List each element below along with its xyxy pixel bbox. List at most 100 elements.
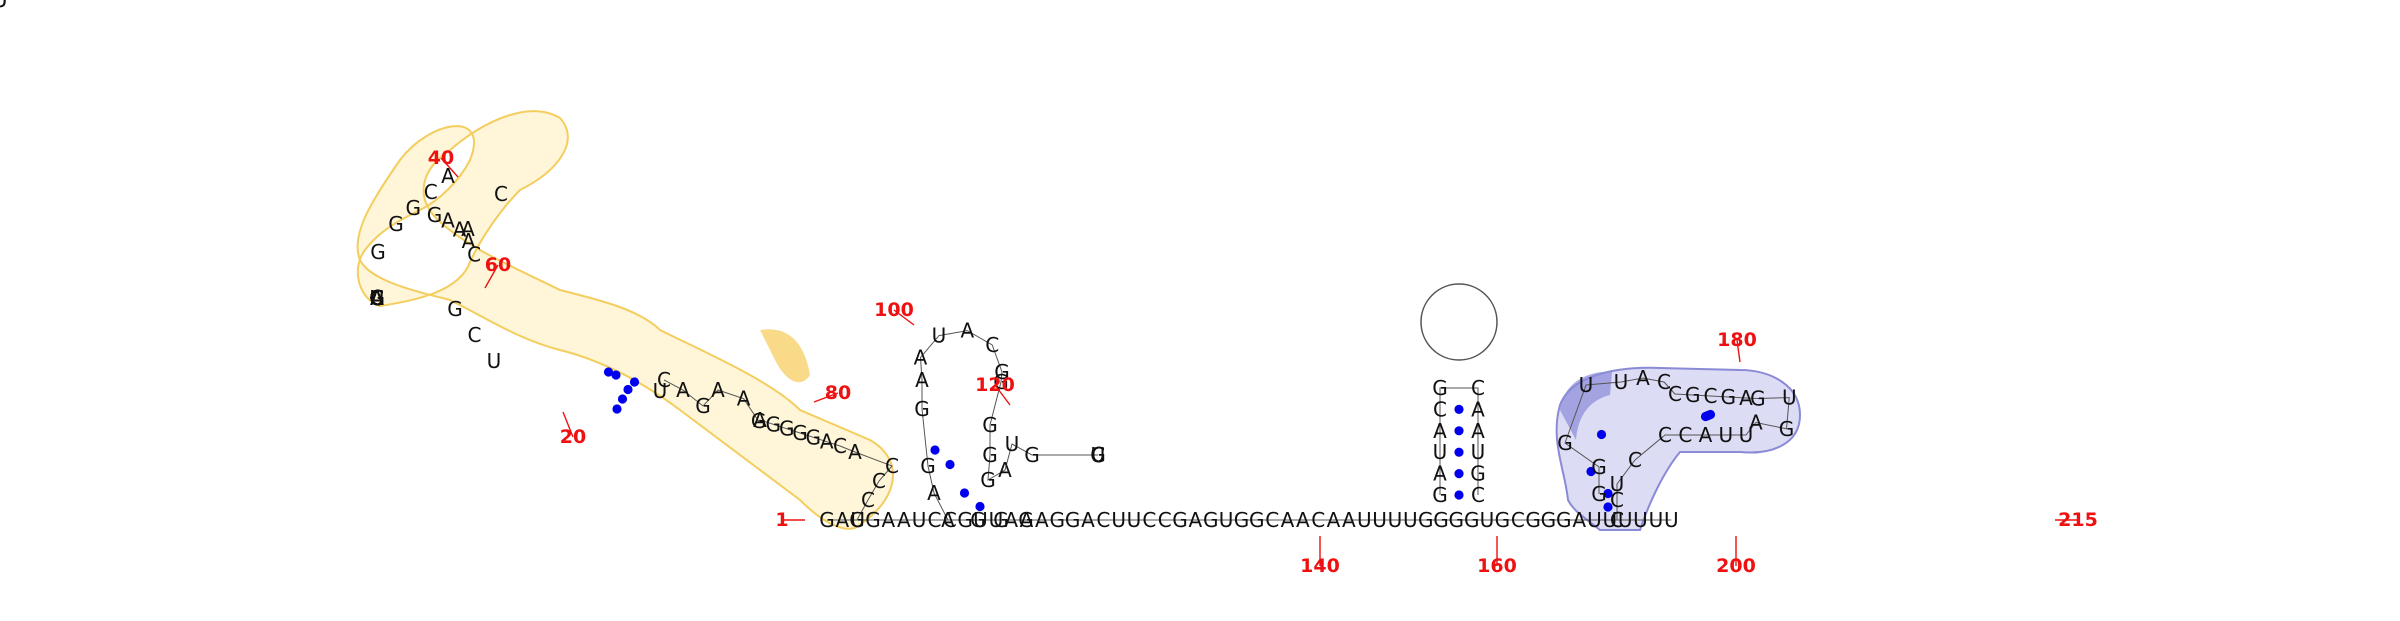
position-number: 1 bbox=[775, 509, 788, 531]
main-strand-nt: C bbox=[928, 508, 942, 532]
main-strand-nt: G bbox=[819, 508, 835, 532]
upper-hairpin-nt: A bbox=[960, 319, 974, 343]
main-strand-nt: G bbox=[1541, 508, 1557, 532]
blue-domain-nt: C bbox=[1610, 488, 1624, 512]
main-strand-nt: A bbox=[1020, 508, 1034, 532]
left-domain-nt: U bbox=[370, 286, 385, 310]
position-number: 215 bbox=[2058, 509, 2098, 531]
backbone-lines bbox=[663, 283, 1790, 521]
upper-hairpin-nt: G bbox=[920, 454, 936, 478]
position-number: 100 bbox=[874, 299, 914, 321]
left-domain-nt: C bbox=[872, 469, 886, 493]
blue-domain-nt: G bbox=[1721, 385, 1737, 409]
main-strand-nt: A bbox=[1296, 508, 1310, 532]
base-pair-dot bbox=[612, 404, 622, 414]
left-domain-nt: G bbox=[427, 203, 443, 227]
left-domain-nt: A bbox=[676, 378, 690, 402]
position-tick bbox=[562, 411, 574, 438]
position-number: 120 bbox=[975, 374, 1015, 396]
upper-hairpin-nt: C bbox=[1091, 443, 1105, 467]
blue-domain-nt: G bbox=[1685, 383, 1701, 407]
left-domain-nt: A bbox=[370, 286, 384, 310]
position-number: 60 bbox=[485, 254, 511, 276]
left-domain-nt: A bbox=[820, 430, 834, 454]
main-strand-nt: U bbox=[1219, 508, 1234, 532]
position-number: 40 bbox=[428, 147, 454, 169]
main-strand-nt: A bbox=[882, 508, 896, 532]
domain-highlights bbox=[356, 110, 1802, 531]
left-domain-nt: U bbox=[370, 286, 385, 310]
position-number: 200 bbox=[1716, 555, 1756, 577]
main-strand-nt: C bbox=[1096, 508, 1110, 532]
left-domain-nt: C bbox=[468, 323, 482, 347]
base-pair-dot bbox=[945, 459, 955, 470]
left-domain-nt: G bbox=[369, 286, 385, 310]
position-tick bbox=[813, 392, 839, 403]
base-pair-dot bbox=[1454, 490, 1464, 500]
main-strand-nt: A bbox=[1189, 508, 1203, 532]
hairpin-160-nt: A bbox=[1471, 419, 1485, 443]
hairpin-loop-circle bbox=[1420, 283, 1498, 361]
main-strand-nt: A bbox=[1342, 508, 1356, 532]
blue-domain-nt: C bbox=[1678, 423, 1692, 447]
upper-hairpin-nt: G bbox=[994, 360, 1010, 384]
left-domain-nt: G bbox=[792, 421, 808, 445]
upper-hairpin-nt: C bbox=[985, 333, 999, 357]
upper-hairpin-nt: C bbox=[1091, 443, 1105, 467]
main-strand-nt: C bbox=[1158, 508, 1172, 532]
main-strand-nt: G bbox=[1464, 508, 1480, 532]
main-strand-nt: U bbox=[850, 508, 865, 532]
hairpin-160-nt: C bbox=[1471, 483, 1485, 507]
base-pair-dot bbox=[975, 501, 985, 512]
position-tick bbox=[893, 309, 915, 326]
upper-hairpin-nt: G bbox=[1024, 443, 1040, 467]
base-pair-dot bbox=[603, 367, 614, 377]
position-tick bbox=[484, 264, 499, 289]
upper-hairpin-nt: G bbox=[982, 443, 998, 467]
hairpin-160-nt: G bbox=[1432, 483, 1448, 507]
main-strand-nt: G bbox=[1418, 508, 1434, 532]
main-strand-nt: G bbox=[957, 508, 973, 532]
base-pair-dot bbox=[959, 488, 970, 498]
left-domain-nt: C bbox=[370, 286, 384, 310]
upper-hairpin-nt: G bbox=[970, 508, 986, 532]
blue-domain-nt: C bbox=[1628, 448, 1642, 472]
upper-hairpin-nt: C bbox=[1091, 443, 1105, 467]
hairpin-160-nt: A bbox=[1433, 419, 1447, 443]
base-pair-dot bbox=[1454, 404, 1464, 414]
left-domain-nt: G bbox=[388, 212, 404, 236]
main-strand-nt: G bbox=[1525, 508, 1541, 532]
left-domain-nt: C bbox=[370, 286, 384, 310]
hairpin-160-nt: C bbox=[1471, 376, 1485, 400]
blue-domain-nt: G bbox=[1779, 417, 1795, 441]
left-domain-nt: A bbox=[370, 286, 384, 310]
blue-domain-nt: A bbox=[1699, 423, 1713, 447]
hairpin-160-nt: G bbox=[1470, 462, 1486, 486]
left-domain-nt: A bbox=[453, 217, 467, 241]
main-strand-nt: U bbox=[1587, 508, 1602, 532]
main-strand-nt: A bbox=[1004, 508, 1018, 532]
upper-hairpin-nt: U bbox=[1091, 443, 1106, 467]
base-pair-dot bbox=[1586, 466, 1596, 477]
blue-domain-nt: G bbox=[1591, 482, 1607, 506]
hairpin-160-nt: U bbox=[1471, 440, 1486, 464]
left-backbone bbox=[663, 379, 893, 521]
main-strand-nt: C bbox=[943, 508, 957, 532]
nucleotides: GCCCACAGGGGAGAAGACUUUCGCAAAGGGCAUCAGGGUU… bbox=[0, 0, 1797, 532]
main-strand-nt: G bbox=[865, 508, 881, 532]
position-number: 140 bbox=[1300, 555, 1340, 577]
main-strand-nt: U bbox=[1480, 508, 1495, 532]
left-domain-nt: C bbox=[370, 286, 384, 310]
blue-domain-nt: C bbox=[1610, 508, 1624, 532]
upper-hairpin-nt: A bbox=[915, 368, 929, 392]
position-number: 180 bbox=[1717, 329, 1757, 351]
main-strand-nt: A bbox=[1081, 508, 1095, 532]
main-strand-nt: U bbox=[1403, 508, 1418, 532]
main-strand-nt: G bbox=[1065, 508, 1081, 532]
left-domain-nt: A bbox=[461, 217, 475, 241]
left-domain-nt: A bbox=[370, 286, 384, 310]
left-domain-nt: G bbox=[447, 297, 463, 321]
main-strand-nt: U bbox=[1127, 508, 1142, 532]
